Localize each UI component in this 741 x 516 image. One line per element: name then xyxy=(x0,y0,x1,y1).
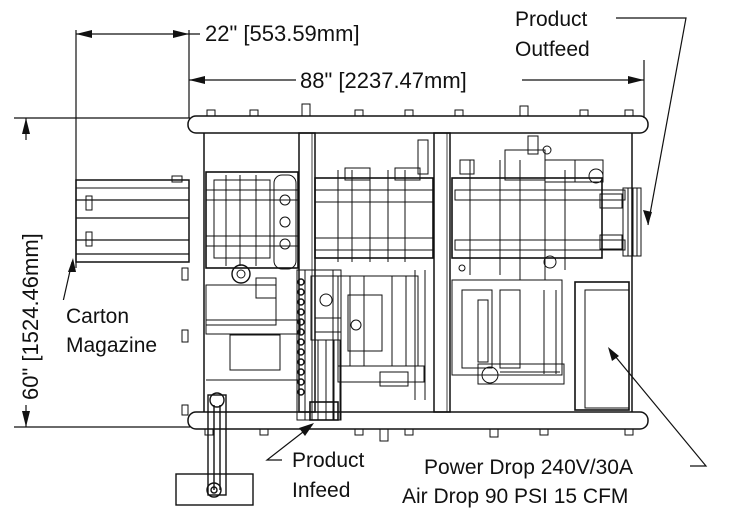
right-closing-mechanism xyxy=(451,135,630,411)
label-air-drop: Air Drop 90 PSI 15 CFM xyxy=(402,485,628,508)
label-product-infeed: Product Infeed xyxy=(292,449,365,502)
label-product-infeed-line2: Infeed xyxy=(292,479,350,502)
label-carton-magazine: Carton Magazine xyxy=(58,300,176,358)
dim-magazine-width: 22" [553.59mm] xyxy=(75,21,360,268)
dim-magazine-width-text: 22" [553.59mm] xyxy=(205,21,360,46)
left-section-mechanism xyxy=(205,171,301,381)
dim-overall-height: 60" [1524.46mm] xyxy=(14,117,190,428)
infeed-conveyor xyxy=(175,392,254,506)
dim-overall-length-text: 88" [2237.47mm] xyxy=(300,68,467,93)
leader-lines xyxy=(59,17,708,467)
dim-overall-height-text: 60" [1524.46mm] xyxy=(18,233,43,400)
label-carton-magazine-line1: Carton xyxy=(66,305,129,328)
label-product-infeed-line1: Product xyxy=(292,449,365,472)
product-infeed-chain xyxy=(296,269,342,421)
dim-overall-length: 88" [2237.47mm] xyxy=(189,60,645,118)
label-carton-magazine-line2: Magazine xyxy=(66,334,157,357)
label-product-outfeed: Product Outfeed xyxy=(515,8,590,61)
center-folding-mechanism xyxy=(314,139,434,400)
product-outfeed-assembly xyxy=(454,187,642,257)
label-power-drop: Power Drop 240V/30A xyxy=(424,456,633,479)
label-product-outfeed-line2: Outfeed xyxy=(515,38,590,61)
carton-magazine xyxy=(75,175,190,263)
label-product-outfeed-line1: Product xyxy=(515,8,588,31)
machine-frame xyxy=(181,103,649,442)
label-utilities: Power Drop 240V/30A Air Drop 90 PSI 15 C… xyxy=(402,456,633,508)
